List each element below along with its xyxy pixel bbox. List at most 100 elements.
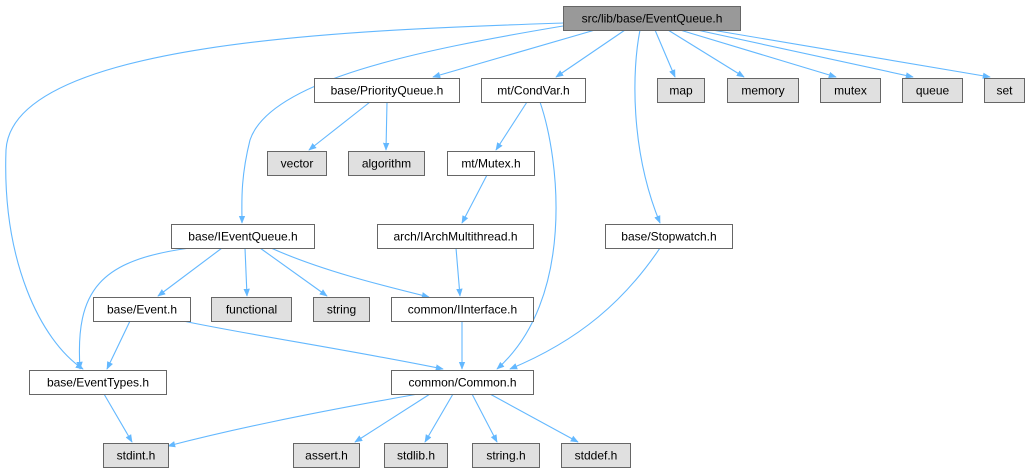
- node-label-memory: memory: [741, 84, 784, 98]
- node-label-assert: assert.h: [305, 449, 348, 463]
- node-box-functional: [211, 297, 292, 322]
- node-label-queue: queue: [916, 84, 950, 98]
- node-label-string: string: [327, 303, 356, 317]
- node-box-set: [984, 78, 1025, 103]
- node-event[interactable]: base/Event.h: [93, 297, 191, 322]
- node-box-ieventqueue: [171, 224, 315, 249]
- node-box-priorityqueue: [314, 78, 460, 103]
- node-box-iarch: [377, 224, 534, 249]
- edge-mtmutex-to-iarch: [461, 174, 488, 224]
- node-eventtypes[interactable]: base/EventTypes.h: [29, 370, 167, 395]
- node-label-mutex: mutex: [834, 84, 867, 98]
- edge-common-to-stringh: [471, 393, 498, 443]
- node-condvar[interactable]: mt/CondVar.h: [481, 78, 586, 103]
- node-box-stddef: [561, 443, 631, 468]
- node-stdint: stdint.h: [103, 443, 169, 468]
- edge-ieventqueue-to-event: [157, 247, 223, 297]
- node-string: string: [313, 297, 370, 322]
- node-label-stopwatch: base/Stopwatch.h: [621, 230, 716, 244]
- node-label-iarch: arch/IArchMultithread.h: [393, 230, 517, 244]
- edge-root-to-stopwatch: [634, 29, 661, 224]
- node-vector: vector: [267, 151, 327, 176]
- edge-ieventqueue-to-eventtypes: [76, 247, 191, 370]
- edge-priorityqueue-to-vector: [308, 101, 371, 151]
- edge-event-to-eventtypes: [106, 320, 131, 370]
- node-mtmutex[interactable]: mt/Mutex.h: [447, 151, 535, 176]
- edge-root-to-condvar: [555, 29, 626, 78]
- edge-event-to-common: [182, 320, 444, 371]
- node-box-root: [563, 6, 741, 31]
- node-set: set: [984, 78, 1025, 103]
- node-priorityqueue[interactable]: base/PriorityQueue.h: [314, 78, 460, 103]
- node-label-mtmutex: mt/Mutex.h: [461, 157, 520, 171]
- node-label-set: set: [996, 84, 1013, 98]
- node-box-stdlib: [384, 443, 448, 468]
- node-map: map: [657, 78, 705, 103]
- edge-root-to-mutex: [679, 29, 837, 78]
- node-box-event: [93, 297, 191, 322]
- node-label-vector: vector: [281, 157, 314, 171]
- node-box-common: [391, 370, 534, 395]
- node-label-iinterface: common/IInterface.h: [408, 303, 517, 317]
- node-stopwatch[interactable]: base/Stopwatch.h: [605, 224, 733, 249]
- node-box-queue: [902, 78, 963, 103]
- edge-eventtypes-to-stdint: [103, 393, 133, 443]
- node-box-stringh: [472, 443, 540, 468]
- node-box-vector: [267, 151, 327, 176]
- node-label-ieventqueue: base/IEventQueue.h: [188, 230, 297, 244]
- node-box-mutex: [820, 78, 881, 103]
- node-common[interactable]: common/Common.h: [391, 370, 534, 395]
- edge-ieventqueue-to-iinterface: [270, 247, 430, 299]
- node-label-condvar: mt/CondVar.h: [497, 84, 569, 98]
- node-assert: assert.h: [293, 443, 360, 468]
- node-label-algorithm: algorithm: [362, 157, 411, 171]
- node-stddef: stddef.h: [561, 443, 631, 468]
- node-iinterface[interactable]: common/IInterface.h: [391, 297, 534, 322]
- node-label-functional: functional: [226, 303, 277, 317]
- nodes-layer: src/lib/base/EventQueue.h base/PriorityQu…: [29, 6, 1025, 468]
- edge-root-to-queue: [696, 29, 914, 79]
- node-stringh: string.h: [472, 443, 540, 468]
- node-box-eventtypes: [29, 370, 167, 395]
- edge-ieventqueue-to-string: [259, 247, 328, 297]
- edge-root-to-map: [654, 29, 676, 78]
- node-box-stdint: [103, 443, 169, 468]
- node-algorithm: algorithm: [348, 151, 425, 176]
- node-queue: queue: [902, 78, 963, 103]
- edge-condvar-to-mtmutex: [495, 101, 528, 151]
- edge-root-to-memory: [667, 29, 745, 78]
- node-root[interactable]: src/lib/base/EventQueue.h: [563, 6, 741, 31]
- node-iarch[interactable]: arch/IArchMultithread.h: [377, 224, 534, 249]
- node-label-stdlib: stdlib.h: [397, 449, 435, 463]
- edge-root-to-set: [711, 29, 991, 79]
- edge-common-to-stdlib: [424, 393, 454, 443]
- node-box-condvar: [481, 78, 586, 103]
- edge-condvar-to-common: [496, 101, 557, 370]
- node-label-priorityqueue: base/PriorityQueue.h: [331, 84, 444, 98]
- node-functional: functional: [211, 297, 292, 322]
- edge-common-to-stddef: [489, 393, 579, 443]
- edge-ieventqueue-to-functional: [243, 247, 250, 297]
- node-label-map: map: [669, 84, 693, 98]
- node-box-map: [657, 78, 705, 103]
- node-box-string: [313, 297, 370, 322]
- node-memory: memory: [727, 78, 799, 103]
- edge-common-to-stdint: [167, 393, 419, 448]
- node-box-algorithm: [348, 151, 425, 176]
- node-stdlib: stdlib.h: [384, 443, 448, 468]
- edge-root-to-priorityqueue: [432, 29, 596, 79]
- node-box-mtmutex: [447, 151, 535, 176]
- node-box-iinterface: [391, 297, 534, 322]
- node-label-stddef: stddef.h: [575, 449, 618, 463]
- node-box-memory: [727, 78, 799, 103]
- node-label-stringh: string.h: [486, 449, 525, 463]
- node-label-root: src/lib/base/EventQueue.h: [582, 12, 723, 26]
- edges-layer: [5, 22, 991, 448]
- edge-stopwatch-to-common: [509, 247, 661, 370]
- node-label-common: common/Common.h: [408, 376, 516, 390]
- edge-priorityqueue-to-algorithm: [382, 101, 390, 151]
- node-label-event: base/Event.h: [107, 303, 177, 317]
- node-ieventqueue[interactable]: base/IEventQueue.h: [171, 224, 315, 249]
- edge-root-to-ieventqueue: [238, 25, 564, 224]
